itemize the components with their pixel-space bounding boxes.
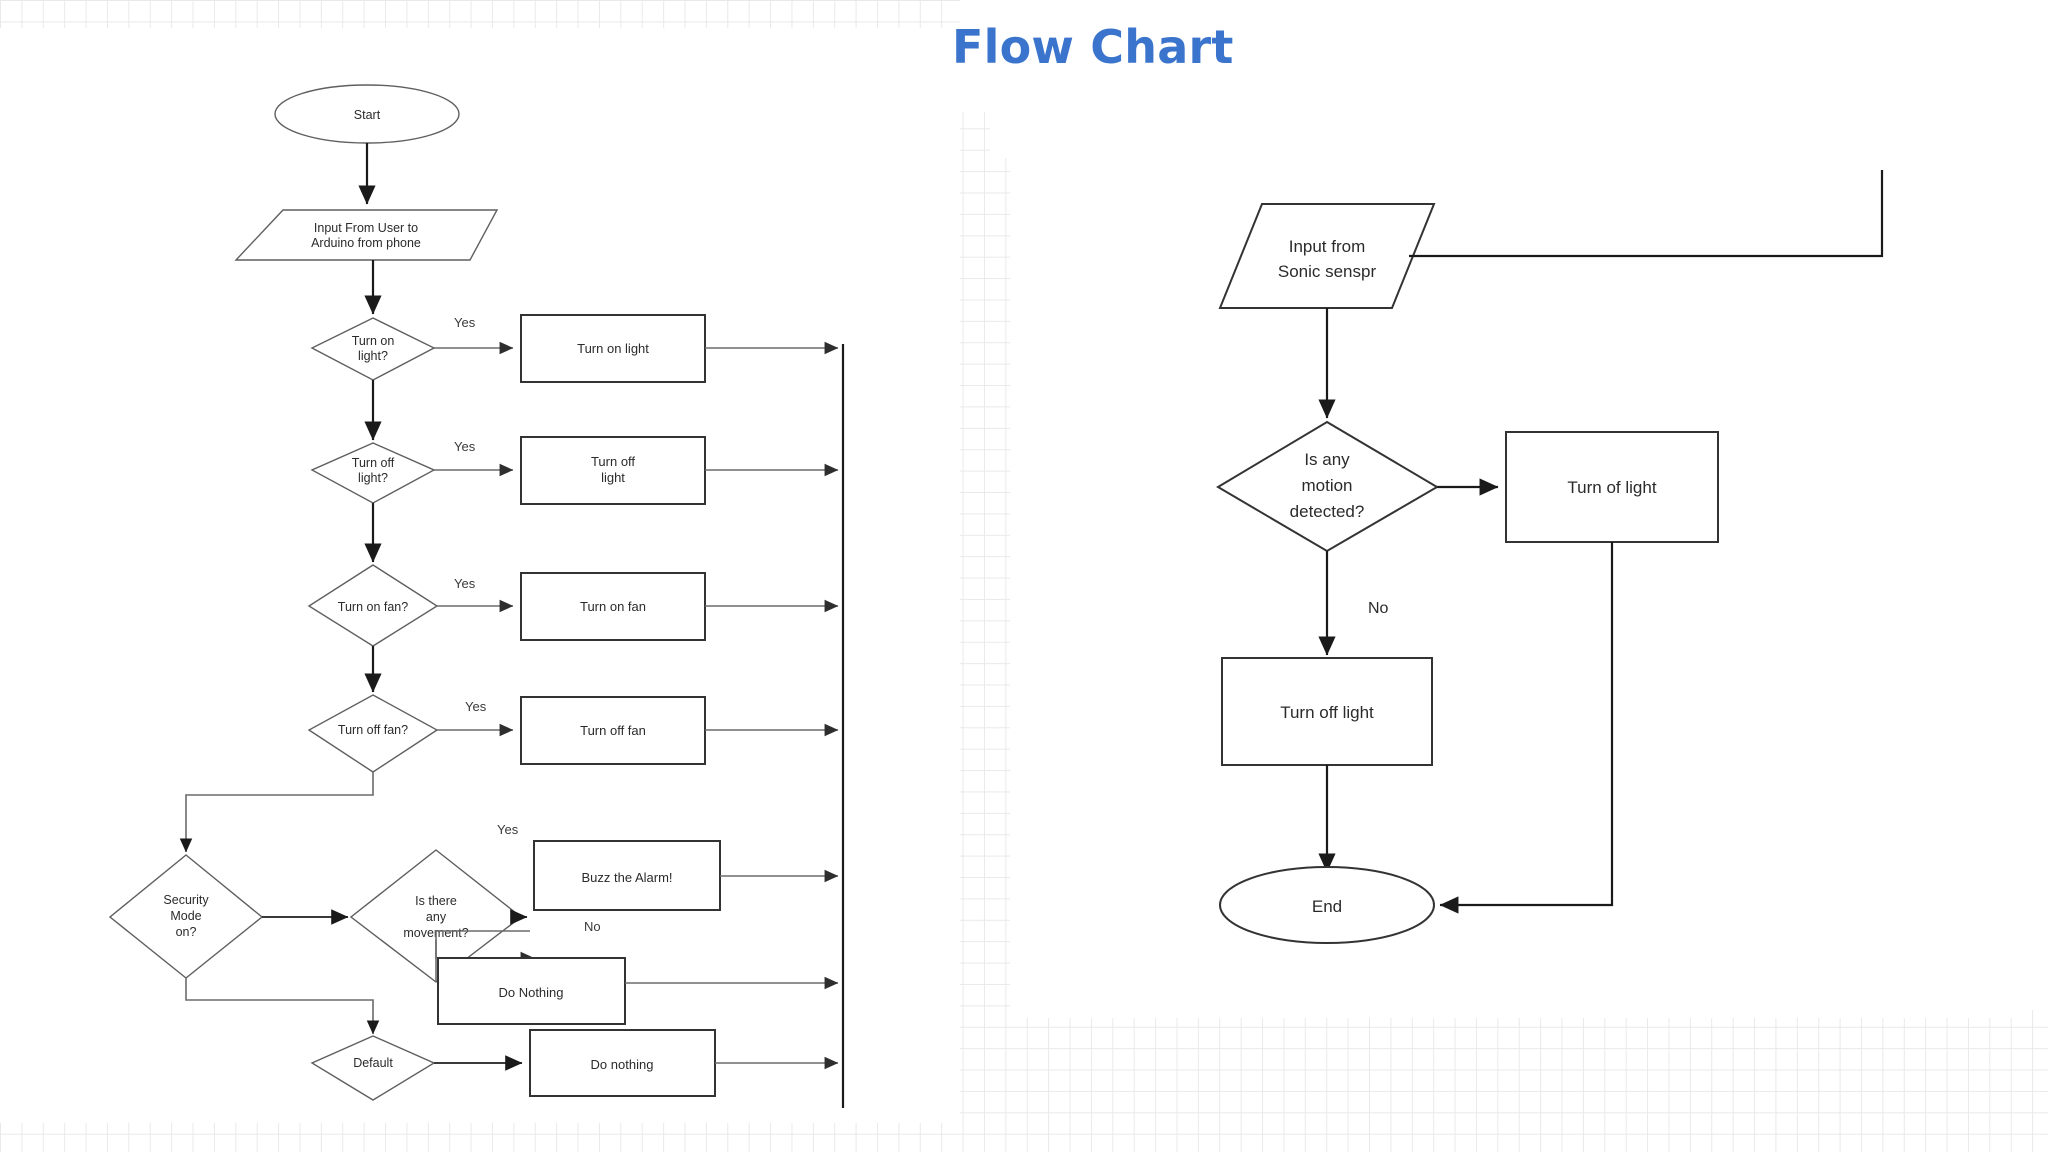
node-decision-security-mode[interactable]: Security Mode on?: [108, 854, 264, 979]
edge-label-yes-3: Yes: [454, 576, 476, 591]
node-a6-label: Do Nothing: [498, 985, 563, 1000]
node-a3-label: Turn on fan: [580, 599, 646, 614]
left-flowchart: Start Input From User to Arduino from ph…: [108, 84, 845, 1108]
node-action-turn-off-fan[interactable]: Turn off fan: [520, 696, 706, 765]
node-action-do-nothing-2[interactable]: Do nothing: [529, 1029, 716, 1097]
node-d2-line1: Turn off: [352, 456, 395, 470]
node-decision-turn-off-fan[interactable]: Turn off fan?: [307, 694, 439, 773]
node-d1-line2: light?: [358, 349, 388, 363]
edge-label-yes-4: Yes: [465, 699, 487, 714]
edge-d4-to-security: [179, 772, 374, 853]
edge-label-yes-1: Yes: [454, 315, 476, 330]
node-d4-label: Turn off fan?: [338, 723, 408, 737]
node-decision-turn-on-fan[interactable]: Turn on fan?: [307, 564, 439, 647]
node-r-input-line2: Sonic senspr: [1278, 262, 1377, 281]
node-a4-label: Turn off fan: [580, 723, 646, 738]
node-input-line1: Input From User to: [314, 221, 418, 235]
node-a2-line1: Turn off: [591, 454, 635, 469]
right-flowchart: Input from Sonic senspr Is any motion de…: [1216, 170, 1884, 944]
node-a2-line2: light: [601, 470, 625, 485]
node-r-a2-label: Turn off light: [1280, 703, 1374, 722]
node-decision-any-movement[interactable]: Is there any movement?: [349, 849, 523, 983]
node-action-turn-on-light[interactable]: Turn on light: [520, 314, 706, 383]
node-decision-default[interactable]: Default: [310, 1035, 436, 1101]
node-a7-label: Do nothing: [591, 1057, 654, 1072]
node-input-sonic-sensor[interactable]: Input from Sonic senspr: [1218, 203, 1436, 309]
page-title: Flow Chart: [952, 20, 1234, 74]
edge-label-motion-no: No: [1368, 600, 1389, 617]
edge-label-yes-5: Yes: [497, 822, 519, 837]
node-r-d1-line1: Is any: [1304, 450, 1350, 469]
node-d7-label: Default: [353, 1056, 393, 1070]
node-action-turn-off-light[interactable]: Turn off light: [1221, 657, 1433, 766]
node-d1-line1: Turn on: [352, 334, 395, 348]
edge-label-no-5: No: [584, 919, 601, 934]
node-end[interactable]: End: [1219, 866, 1435, 944]
edge-d6-no-elbow: [435, 930, 530, 982]
node-a1-label: Turn on light: [577, 341, 649, 356]
node-a5-label: Buzz the Alarm!: [581, 870, 672, 885]
node-d5-line1: Security: [163, 893, 209, 907]
node-d5-line3: on?: [176, 925, 197, 939]
edge-feedback-loop: [1409, 170, 1884, 258]
edge-label-yes-2: Yes: [454, 439, 476, 454]
node-d5-line2: Mode: [170, 909, 201, 923]
node-decision-turn-on-light[interactable]: Turn on light?: [310, 317, 436, 381]
node-end-label: End: [1312, 897, 1342, 916]
node-action-turn-of-light[interactable]: Turn of light: [1505, 431, 1719, 543]
node-d6-line2: any: [426, 910, 447, 924]
node-action-buzz-alarm[interactable]: Buzz the Alarm!: [533, 840, 721, 911]
node-r-input-line1: Input from: [1289, 237, 1366, 256]
node-d2-line2: light?: [358, 471, 388, 485]
node-input-line2: Arduino from phone: [311, 236, 421, 250]
node-r-d1-line2: motion: [1301, 476, 1352, 495]
node-start-label: Start: [354, 108, 381, 122]
node-action-turn-off-light[interactable]: Turn off light: [520, 436, 706, 505]
edge-turn-of-light-to-end: [1439, 542, 1614, 914]
node-d3-label: Turn on fan?: [338, 600, 408, 614]
node-action-turn-on-fan[interactable]: Turn on fan: [520, 572, 706, 641]
node-decision-motion-detected[interactable]: Is any motion detected?: [1216, 420, 1439, 553]
node-action-do-nothing[interactable]: Do Nothing: [437, 957, 626, 1025]
node-r-d1-line3: detected?: [1290, 502, 1365, 521]
node-input-from-user[interactable]: Input From User to Arduino from phone: [234, 209, 499, 261]
node-start[interactable]: Start: [274, 84, 460, 144]
node-r-a1-label: Turn of light: [1567, 478, 1656, 497]
edge-security-to-default: [185, 978, 380, 1035]
node-decision-turn-off-light[interactable]: Turn off light?: [310, 442, 436, 504]
node-d6-line1: Is there: [415, 894, 457, 908]
